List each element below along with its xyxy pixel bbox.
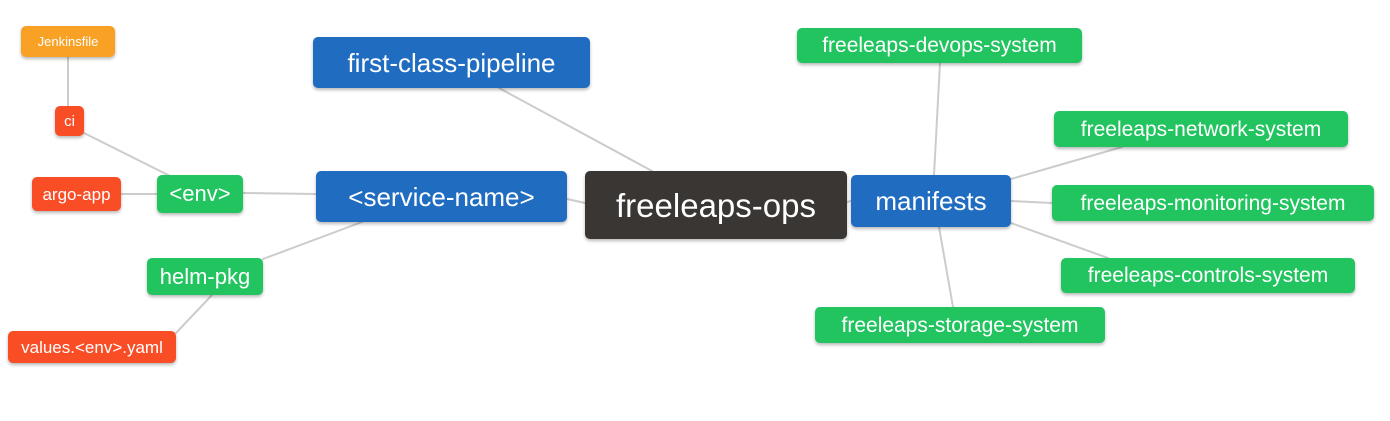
node-env[interactable]: <env> (157, 175, 243, 213)
edge-manifests-devops (933, 62, 941, 176)
node-argo-app[interactable]: argo-app (32, 177, 121, 211)
node-freeleaps-ops-root[interactable]: freeleaps-ops (585, 171, 847, 239)
node-helm-pkg[interactable]: helm-pkg (147, 258, 263, 295)
edge-env-service-name (242, 192, 317, 195)
node-freeleaps-network-system[interactable]: freeleaps-network-system (1054, 111, 1348, 147)
node-freeleaps-controls-system[interactable]: freeleaps-controls-system (1061, 258, 1355, 293)
edge-manifests-controls (1010, 222, 1109, 259)
node-freeleaps-storage-system[interactable]: freeleaps-storage-system (815, 307, 1105, 343)
edge-ops-manifests (846, 200, 852, 203)
node-freeleaps-devops-system[interactable]: freeleaps-devops-system (797, 28, 1082, 63)
edge-service-name-ops (566, 198, 586, 204)
node-freeleaps-monitoring-system[interactable]: freeleaps-monitoring-system (1052, 185, 1374, 221)
edge-helm-pkg-service-name (262, 221, 363, 260)
node-jenkinsfile[interactable]: Jenkinsfile (21, 26, 115, 57)
node-service-name[interactable]: <service-name> (316, 171, 567, 222)
edge-manifests-network (1010, 146, 1123, 180)
edge-values-helm-pkg (175, 294, 213, 334)
edge-pipeline-ops (498, 87, 653, 172)
node-first-class-pipeline[interactable]: first-class-pipeline (313, 37, 590, 88)
edge-manifests-storage (938, 226, 954, 308)
edge-ci-env (83, 132, 171, 177)
node-manifests[interactable]: manifests (851, 175, 1011, 227)
edge-manifests-monitoring (1010, 200, 1053, 204)
node-ci[interactable]: ci (55, 106, 84, 136)
node-values-env-yaml[interactable]: values.<env>.yaml (8, 331, 176, 363)
